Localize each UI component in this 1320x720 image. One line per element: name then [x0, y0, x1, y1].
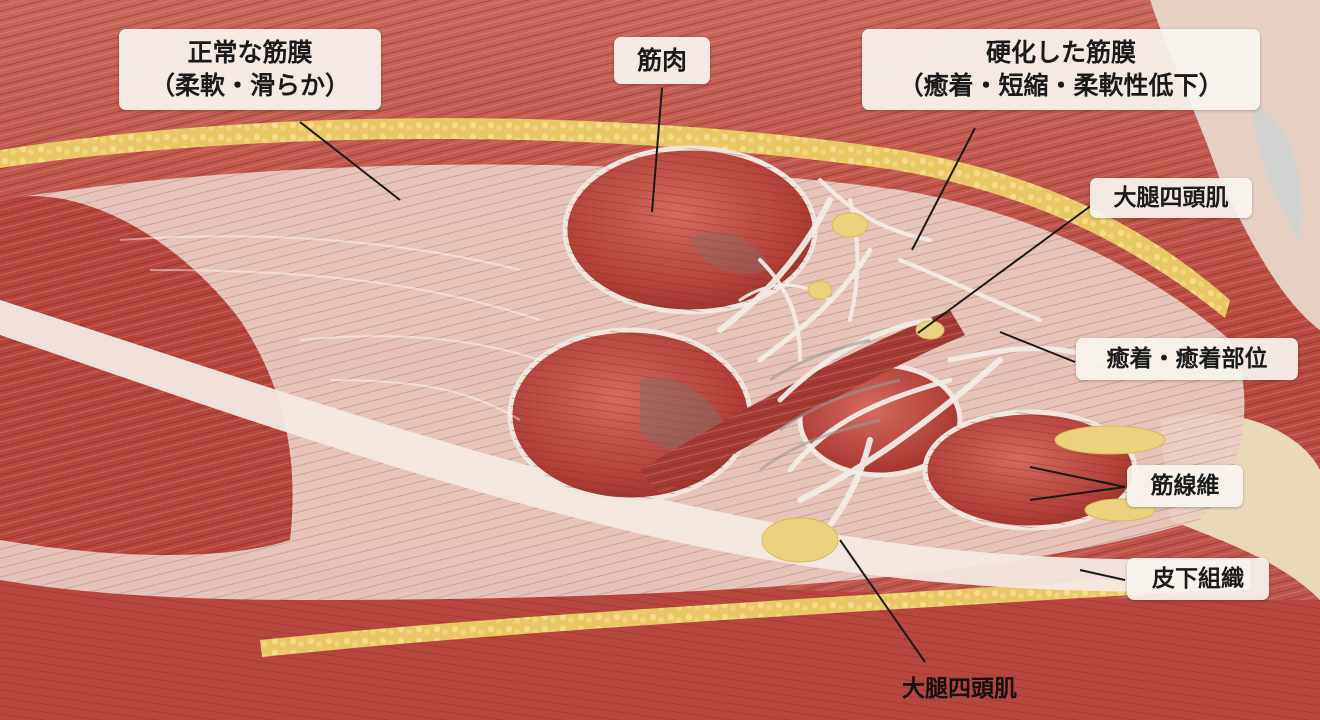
muscle-text: 筋肉: [636, 46, 687, 75]
leader-quadriceps-upper: [917, 204, 1093, 334]
label-adhesion: 癒着・癒着部位: [1076, 338, 1298, 381]
subcutaneous-text: 皮下組織: [1152, 566, 1244, 592]
leader-subcutaneous: [1079, 569, 1126, 581]
normal-fascia-subtitle: （柔軟・滑らか）: [149, 71, 350, 100]
hardened-fascia-subtitle: （癒着・短縮・柔軟性低下）: [898, 71, 1224, 100]
leader-muscle-fibers-a: [1029, 466, 1126, 488]
leader-normal-fascia: [299, 121, 401, 201]
label-muscle: 筋肉: [614, 37, 710, 84]
leader-muscle: [651, 87, 663, 213]
quadriceps-upper-text: 大腿四頭肌: [1113, 185, 1229, 211]
label-hardened-fascia: 硬化した筋膜 （癒着・短縮・柔軟性低下）: [862, 29, 1260, 110]
label-normal-fascia: 正常な筋膜 （柔軟・滑らか）: [119, 29, 381, 110]
normal-fascia-title: 正常な筋膜: [187, 38, 313, 67]
adhesion-text: 癒着・癒着部位: [1106, 346, 1268, 372]
leader-adhesion: [999, 331, 1076, 363]
label-quadriceps-lower: 大腿四頭肌: [902, 669, 1017, 703]
label-subcutaneous: 皮下組織: [1127, 558, 1269, 601]
leader-muscle-fibers-b: [1029, 486, 1126, 501]
hardened-fascia-title: 硬化した筋膜: [985, 38, 1136, 67]
muscle-fibers-text: 筋線維: [1150, 473, 1220, 499]
quadriceps-lower-text: 大腿四頭肌: [902, 676, 1017, 702]
label-muscle-fibers: 筋線維: [1127, 465, 1243, 508]
label-quadriceps-upper: 大腿四頭肌: [1090, 178, 1252, 219]
leader-hardened-fascia: [911, 127, 976, 251]
leader-quadriceps-lower: [839, 539, 926, 663]
